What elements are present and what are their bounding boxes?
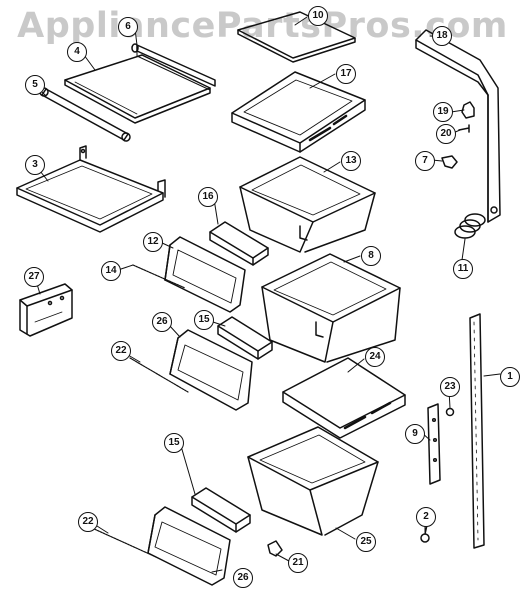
callout-20: 20 [436, 124, 456, 144]
glass-shelf [64, 54, 211, 124]
side-bracket [427, 403, 441, 485]
callout-14: 14 [101, 261, 121, 281]
support-arm [415, 29, 501, 223]
callout-25: 25 [356, 532, 376, 552]
screw [458, 124, 470, 133]
meat-pan [261, 253, 401, 363]
callout-19: 19 [433, 102, 453, 122]
callout-6: 6 [118, 17, 138, 37]
pan-front-lower [147, 506, 231, 586]
cam [441, 155, 458, 169]
callout-22-lower: 22 [78, 512, 98, 532]
callout-16: 16 [198, 187, 218, 207]
callout-17: 17 [336, 64, 356, 84]
crisper-handle [209, 221, 269, 266]
callout-15: 15 [194, 310, 214, 330]
callout-8: 8 [361, 246, 381, 266]
pan-handle-lower [191, 487, 251, 533]
callout-12: 12 [143, 232, 163, 252]
callout-22: 22 [111, 341, 131, 361]
cover-frame [231, 71, 366, 153]
clip [461, 101, 475, 119]
vertical-rail [469, 313, 485, 549]
slide-rod-upper [129, 357, 189, 393]
slide-rod-lower [91, 527, 157, 558]
callout-10: 10 [308, 6, 328, 26]
callout-24: 24 [365, 347, 385, 367]
callout-26-lower: 26 [233, 568, 253, 588]
spring [454, 213, 486, 239]
callout-7: 7 [415, 151, 435, 171]
callout-9: 9 [405, 424, 425, 444]
callout-27: 27 [24, 267, 44, 287]
crisper-pan [239, 156, 376, 253]
drawer-cover [282, 357, 406, 439]
callout-1: 1 [500, 367, 520, 387]
callout-11: 11 [453, 259, 473, 279]
crisper-front [164, 236, 246, 313]
callout-2: 2 [416, 507, 436, 527]
callout-4: 4 [67, 42, 87, 62]
deep-drawer [247, 426, 379, 536]
callout-21: 21 [288, 553, 308, 573]
shelf-frame [16, 145, 166, 233]
stop-clip [267, 540, 283, 557]
leader-lines [36, 16, 501, 573]
callout-26: 26 [152, 312, 172, 332]
slide-rod [132, 264, 186, 289]
callout-15-lower: 15 [164, 433, 184, 453]
cover-bracket [19, 283, 73, 337]
callout-23: 23 [440, 377, 460, 397]
callout-3: 3 [25, 155, 45, 175]
nut [445, 407, 455, 417]
pan-handle-upper [217, 316, 273, 360]
callout-18: 18 [432, 26, 452, 46]
pan-front-upper [169, 329, 253, 411]
callout-13: 13 [341, 151, 361, 171]
callout-5: 5 [25, 75, 45, 95]
cover-glass [237, 11, 356, 63]
shelf-trim [131, 43, 216, 91]
